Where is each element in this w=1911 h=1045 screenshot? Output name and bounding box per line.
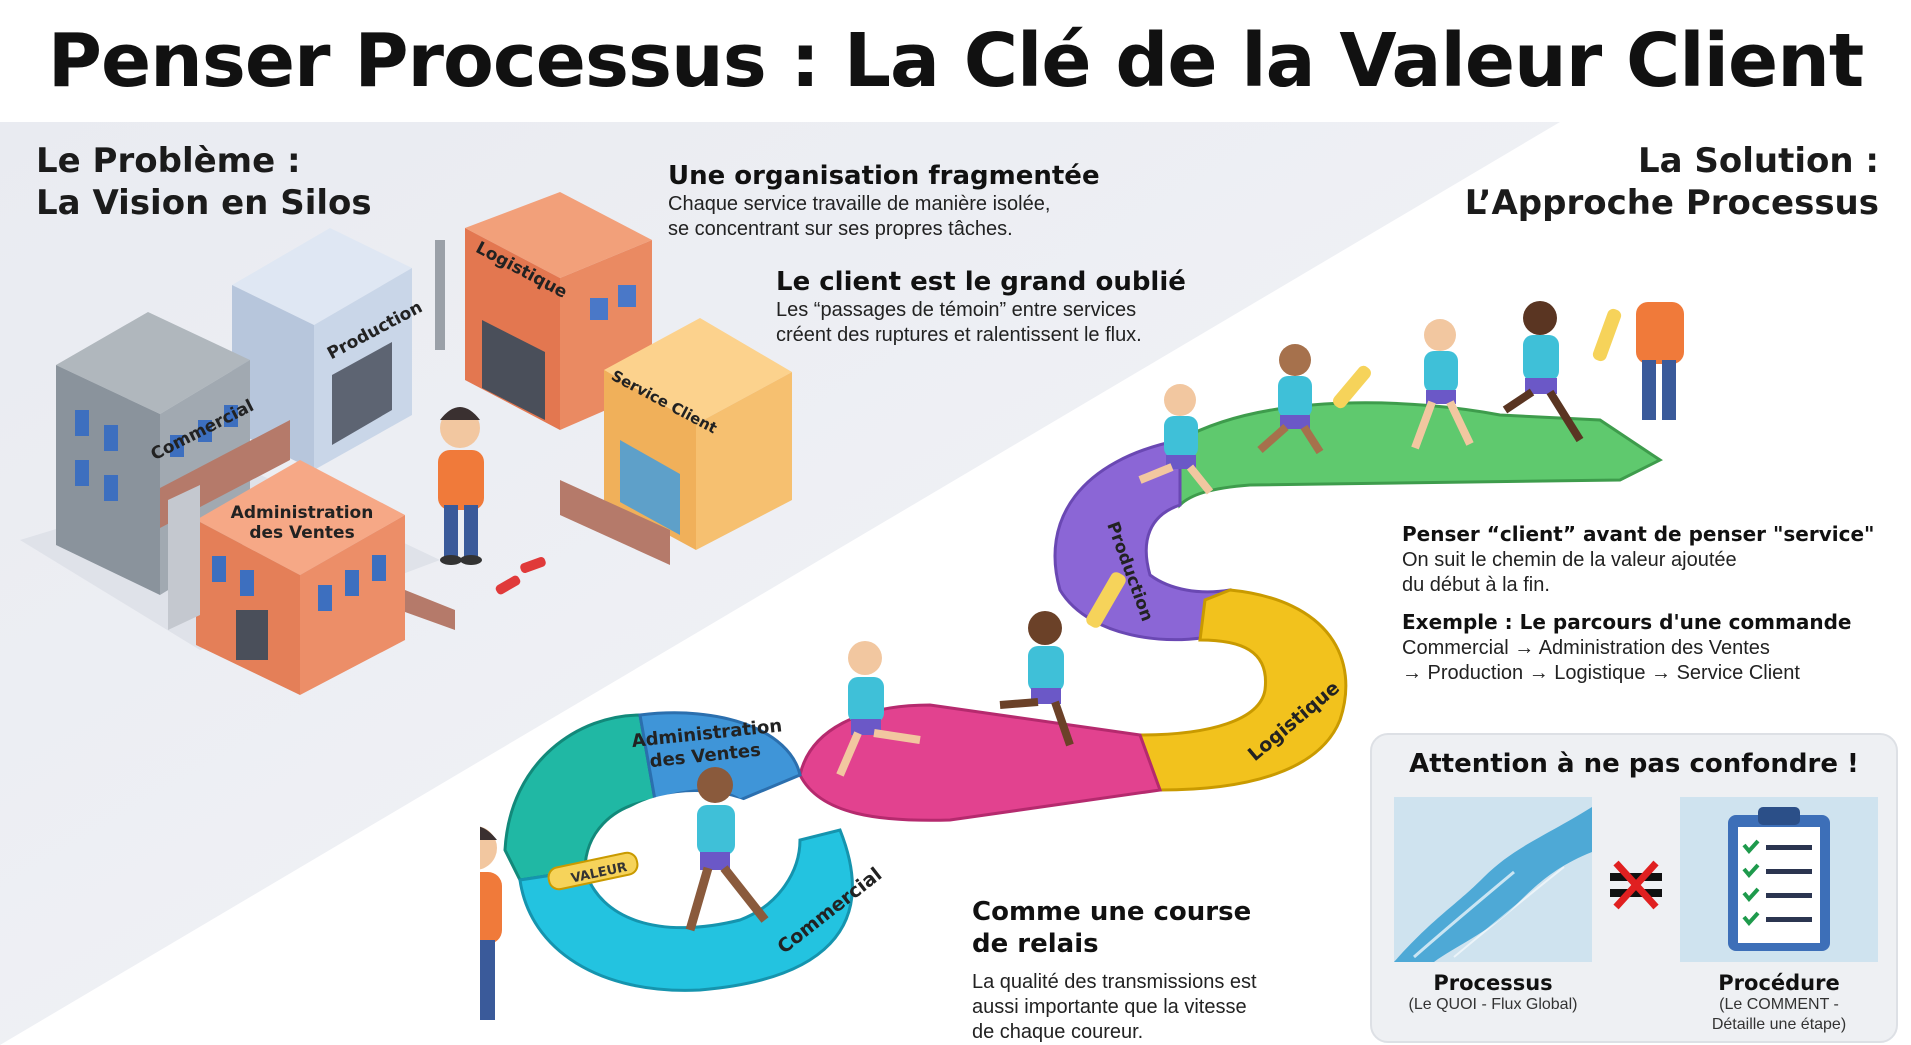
relay-title-line2: de relais [972, 929, 1099, 959]
processus-label: Processus [1433, 971, 1553, 995]
fragmented-line2: se concentrant sur ses propres tâches. [668, 218, 1013, 240]
processus-caption: Processus (Le QUOI - Flux Global) [1394, 971, 1592, 1015]
grey-wall [168, 485, 200, 630]
fragmented-block: Une organisation fragmentée Chaque servi… [668, 160, 1100, 242]
example-line1: Commercial → Administration des Ventes [1402, 637, 1770, 659]
procedure-label: Procédure [1718, 971, 1840, 995]
runner-1 [685, 767, 769, 932]
path-segment-production [1053, 438, 1237, 642]
relay-title-line1: Comme une course [972, 897, 1252, 927]
divider-wall [435, 240, 445, 350]
path-segment-logistique [1137, 588, 1348, 792]
attention-box: Attention à ne pas confondre ! Processus… [1370, 733, 1898, 1043]
relay-description: La qualité des transmissions est aussi i… [972, 970, 1332, 1045]
fragmented-line1: Chaque service travaille de manière isol… [668, 193, 1051, 215]
not-equal-icon [1610, 860, 1662, 910]
example-block: Exemple : Le parcours d'une commande Com… [1402, 608, 1851, 686]
solution-heading-line2: L’Approche Processus [1464, 183, 1879, 223]
runner-4 [1138, 384, 1214, 495]
building-admin-ventes: Administration des Ventes [196, 460, 405, 695]
client-first-block: Penser “client” avant de penser "service… [1402, 520, 1874, 598]
forgotten-block: Le client est le grand oublié Les “passa… [776, 266, 1186, 348]
fragmented-title: Une organisation fragmentée [668, 161, 1100, 191]
forgotten-title: Le client est le grand oublié [776, 267, 1186, 297]
confused-client-person [438, 407, 484, 565]
building-label-admin-line2: des Ventes [249, 523, 354, 543]
building-production: Production [232, 228, 426, 470]
relay-block: Comme une course de relais La qualité de… [972, 896, 1332, 1045]
building-service-client: Service Client [604, 318, 792, 550]
runner-7 [1502, 301, 1622, 443]
forgotten-line2: créent des ruptures et ralentissent le f… [776, 324, 1142, 346]
end-person [1636, 302, 1684, 420]
path-segment-admin [638, 711, 802, 802]
solution-heading: La Solution : L’Approche Processus [1465, 140, 1879, 224]
problem-heading-line1: Le Problème : [36, 141, 301, 181]
runner-5 [1257, 344, 1371, 455]
runner-3 [999, 572, 1126, 747]
forgotten-line1: Les “passages de témoin” entre services [776, 299, 1137, 321]
runner-6 [1411, 319, 1474, 450]
example-line2: → Production → Logistique → Service Clie… [1402, 662, 1800, 684]
client-first-title: Penser “client” avant de penser "service… [1402, 522, 1875, 546]
silo-buildings-illustration: Production Commercial Logistique Service… [20, 192, 792, 695]
path-segment-green [1178, 401, 1663, 509]
attention-title: Attention à ne pas confondre ! [1409, 749, 1859, 779]
problem-heading-line2: La Vision en Silos [36, 183, 372, 223]
process-path-illustration: Production Logistique Administration des… [480, 301, 1684, 1020]
example-title: Exemple : Le parcours d'une commande [1402, 610, 1852, 634]
processus-sub: (Le QUOI - Flux Global) [1408, 996, 1578, 1013]
problem-heading: Le Problème : La Vision en Silos [36, 140, 372, 224]
loop-hole [600, 792, 790, 908]
broken-baton-icon [495, 556, 546, 595]
client-first-line2: du début à la fin. [1402, 574, 1550, 596]
relay-line1: La qualité des transmissions est [972, 971, 1257, 993]
procedure-sub1: (Le COMMENT - [1719, 996, 1839, 1013]
start-person [480, 826, 502, 1020]
procedure-sub2: Détaille une étape) [1711, 1016, 1847, 1033]
runner-2 [836, 641, 921, 777]
building-label-admin-line1: Administration [231, 503, 374, 523]
river-icon [1394, 797, 1592, 962]
client-first-line1: On suit le chemin de la valeur ajoutée [1402, 549, 1737, 571]
building-logistique: Logistique [465, 192, 652, 430]
relay-line2: aussi importante que la vitesse [972, 996, 1247, 1018]
page-title: Penser Processus : La Clé de la Valeur C… [47, 18, 1865, 104]
relay-line3: de chaque coureur. [972, 1021, 1144, 1043]
clipboard-checklist-icon [1680, 797, 1878, 962]
path-segment-commercial [518, 828, 854, 992]
brick-wall-2 [560, 480, 670, 565]
brick-wall-3 [405, 590, 455, 630]
procedure-caption: Procédure (Le COMMENT - Détaille une éta… [1680, 971, 1878, 1035]
solution-heading-line1: La Solution : [1637, 141, 1879, 181]
